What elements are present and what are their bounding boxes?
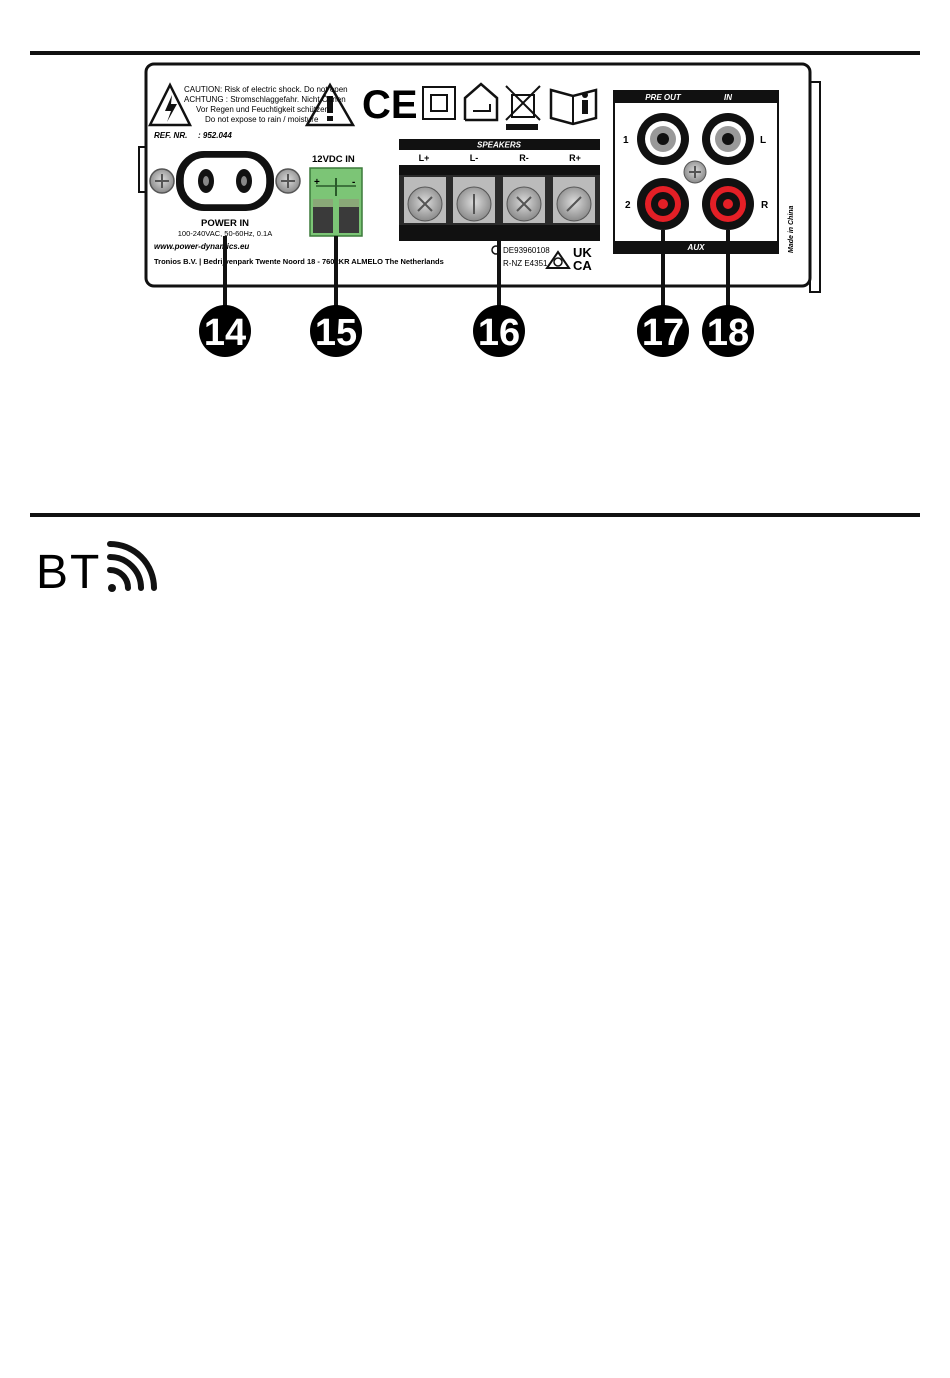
terminal-label-r-minus: R- [519,153,529,163]
rca-row-2-label: 2 [625,200,631,211]
callout-badge-14: 14 [199,305,251,357]
callout-badge-18: 18 [702,305,754,357]
dc-plus-label: + [314,177,320,188]
rca-center-screw-icon [683,160,707,184]
top-divider [30,51,920,55]
dc-terminal-block [309,167,363,237]
dc-in-label: 12VDC IN [312,154,355,165]
compliance-code-2: R-NZ E4351 [503,259,548,268]
power-in-label: POWER IN [201,218,249,229]
weee-bin-icon [505,85,541,130]
website-label: www.power-dynamics.eu [154,242,249,251]
terminal-label-l-minus: L- [470,153,479,163]
rca-panel [613,90,779,254]
shock-warning-icon [147,82,193,127]
svg-text:16: 16 [478,312,520,354]
double-insulation-icon [422,86,456,120]
rca-left-label: L [760,135,766,146]
svg-text:18: 18 [707,312,749,354]
speaker-terminal-block [399,165,600,241]
rcm-mark-icon [545,250,571,269]
terminal-label-l-plus: L+ [419,153,430,163]
rca-jack-in-r [702,178,754,230]
manual-info-icon [549,88,598,126]
dc-minus-label: - [352,177,355,188]
exclamation-warning-icon [304,82,356,127]
warning-text-1: CAUTION: Risk of electric shock. Do not … [184,85,348,94]
rear-panel-diagram: CAUTION: Risk of electric shock. Do not … [138,62,821,357]
aux-label: AUX [687,243,706,252]
ref-label: REF. NR. [154,131,187,140]
rca-jack-pre-out-l [637,113,689,165]
rca-jack-in-l [702,113,754,165]
callout-badge-16: 16 [473,305,525,357]
warning-text-3: Vor Regen und Feuchtigkeit schützen [196,105,329,114]
svg-text:14: 14 [204,312,246,354]
warning-text-4: Do not expose to rain / moisture [205,115,319,124]
ukca-mark-bottom: CA [573,258,592,273]
address-label: Tronios B.V. | Bedrijvenpark Twente Noor… [154,257,444,266]
ukca-mark-top: UK [573,245,592,260]
in-label: IN [724,93,732,102]
terminal-label-r-plus: R+ [569,153,581,163]
ce-mark: CE [362,83,418,127]
power-inlet-pins [198,169,252,193]
callout-badge-17: 17 [637,305,689,357]
bt-logo: BT [36,541,157,599]
callout-badge-15: 15 [310,305,362,357]
indoor-use-icon [463,82,499,122]
wireless-signal-icon [107,541,157,592]
speakers-label: SPEAKERS [477,141,522,150]
bt-text: BT [36,546,101,599]
svg-text:15: 15 [315,312,357,354]
warning-text-2: ACHTUNG : Stromschlaggefahr. Nicht Öffne… [184,95,346,104]
ref-value: : 952.044 [198,131,232,140]
rca-right-label: R [761,200,769,211]
svg-text:17: 17 [642,312,684,354]
section-divider [30,513,920,517]
pre-out-label: PRE OUT [645,93,682,102]
rca-row-1-label: 1 [623,135,629,146]
compliance-code-1: DE93960108 [503,246,550,255]
power-spec-label: 100-240VAC, 50-60Hz, 0.1A [178,229,273,238]
rca-jack-pre-out-r [637,178,689,230]
speakers-header-bar [399,139,600,150]
made-in-label: Made in China [788,205,795,253]
